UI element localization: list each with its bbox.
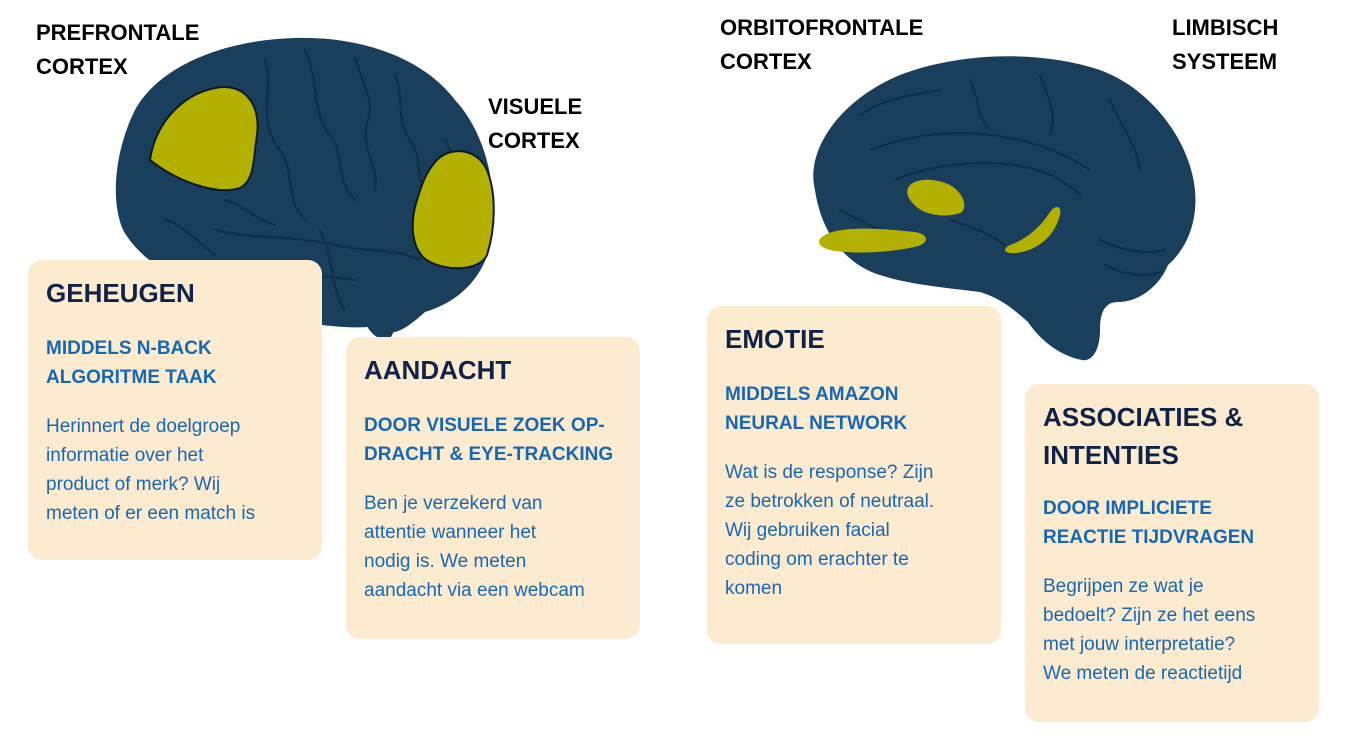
label-limbisch-systeem: LIMBISCH SYSTEEM xyxy=(1172,15,1279,74)
brain-lateral-illustration xyxy=(115,37,495,339)
card-aandacht-description: Ben je verzekerd van attentie wanneer he… xyxy=(364,493,585,601)
card-aandacht-method: DOOR VISUELE ZOEK OP- DRACHT & EYE-TRACK… xyxy=(364,415,614,465)
brain-stem xyxy=(360,308,395,339)
label-orbitofrontale-cortex: ORBITOFRONTALE CORTEX xyxy=(720,15,924,74)
card-emotie-description: Wat is de response? Zijn ze betrokken of… xyxy=(725,462,935,599)
card-emotie-title: EMOTIE xyxy=(725,324,825,354)
card-associaties-description: Begrijpen ze wat je bedoelt? Zijn ze het… xyxy=(1043,576,1256,684)
card-geheugen-method: MIDDELS N-BACK ALGORITME TAAK xyxy=(46,338,217,388)
card-associaties: ASSOCIATIES & INTENTIES DOOR IMPLICIETE … xyxy=(1025,384,1319,722)
card-geheugen-title: GEHEUGEN xyxy=(46,278,195,308)
card-aandacht: AANDACHT DOOR VISUELE ZOEK OP- DRACHT & … xyxy=(346,337,640,639)
card-geheugen-description: Herinnert de doelgroep informatie over h… xyxy=(46,416,256,524)
card-associaties-method: DOOR IMPLICIETE REACTIE TIJDVRAGEN xyxy=(1043,498,1255,548)
label-prefrontale-cortex: PREFRONTALE CORTEX xyxy=(36,20,200,79)
brain-sagittal-illustration xyxy=(813,56,1196,361)
limbisch-systeem-highlight-upper xyxy=(907,179,965,216)
prefrontale-cortex-highlight xyxy=(148,86,259,192)
visuele-cortex-highlight xyxy=(411,150,495,270)
card-emotie-method: MIDDELS AMAZON NEURAL NETWORK xyxy=(725,384,908,434)
brain-sagittal-shape xyxy=(813,56,1196,361)
card-aandacht-title: AANDACHT xyxy=(364,355,512,385)
orbitofrontale-cortex-highlight xyxy=(818,228,926,253)
card-geheugen: GEHEUGEN MIDDELS N-BACK ALGORITME TAAK H… xyxy=(28,260,322,560)
limbisch-systeem-highlight-lower xyxy=(1005,206,1061,254)
label-visuele-cortex: VISUELE CORTEX xyxy=(488,94,583,153)
card-emotie: EMOTIE MIDDELS AMAZON NEURAL NETWORK Wat… xyxy=(707,306,1001,644)
card-associaties-title: ASSOCIATIES & INTENTIES xyxy=(1043,402,1244,470)
